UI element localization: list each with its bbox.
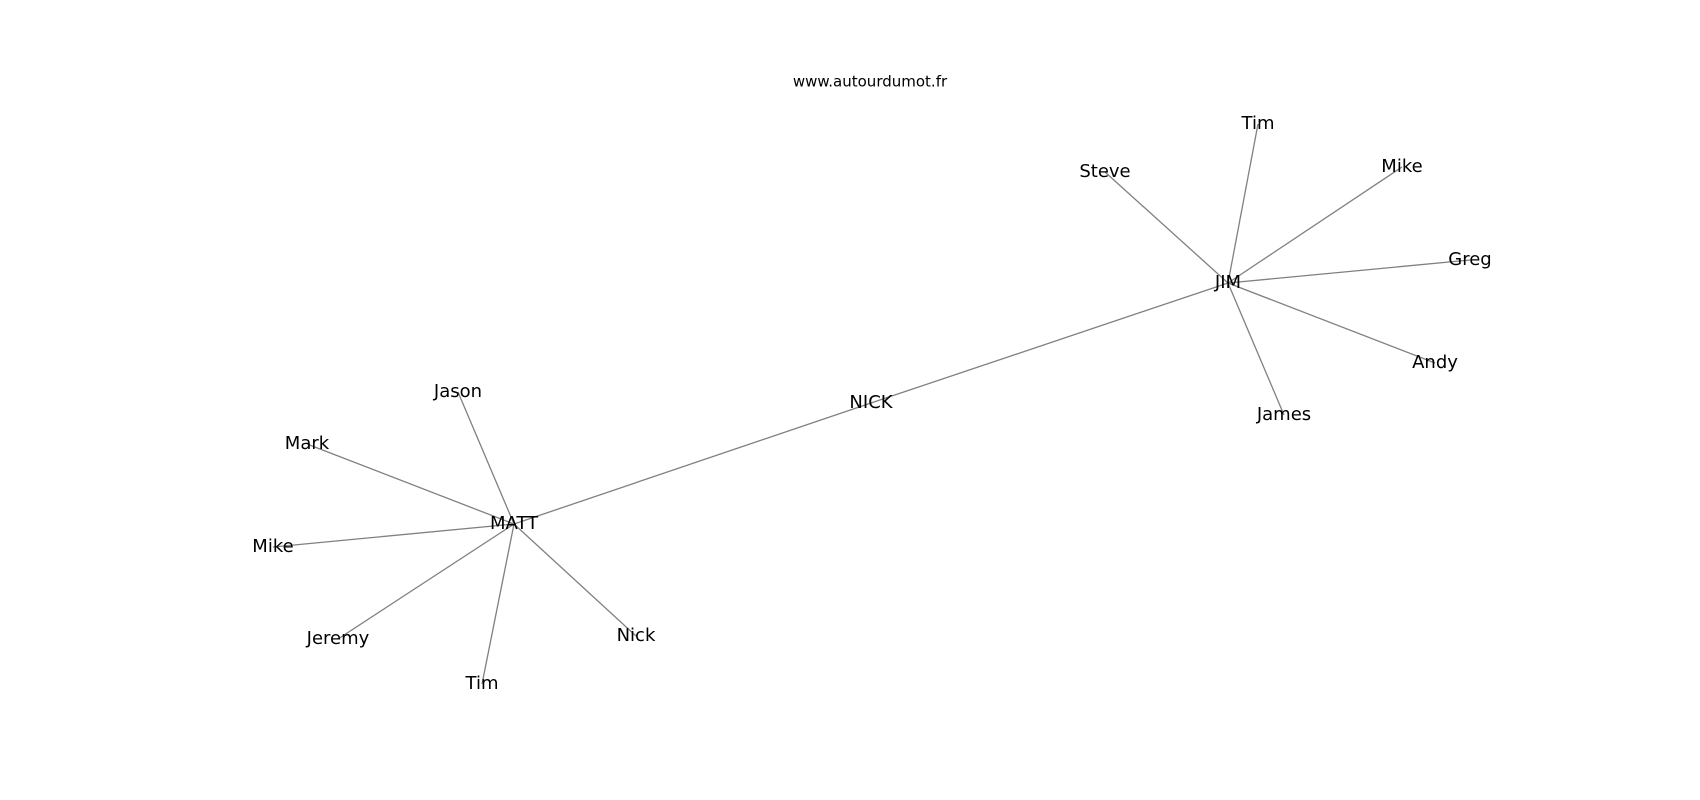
edge-matt-matt-nick <box>513 523 637 637</box>
node-matt[interactable]: MATT <box>490 513 539 534</box>
node-matt-tim[interactable]: Tim <box>465 673 499 694</box>
node-matt-mark[interactable]: Mark <box>285 433 330 454</box>
edge-matt-matt-jason <box>457 391 515 525</box>
edge-matt-matt-mark <box>306 443 515 525</box>
edge-jim-jim-james <box>1227 282 1285 416</box>
edge-jim-jim-greg <box>1227 259 1471 284</box>
edge-matt-matt-jeremy <box>337 523 515 640</box>
site-watermark: www.autourdumot.fr <box>793 73 948 91</box>
edge-nick-jim <box>870 282 1229 404</box>
node-matt-nick[interactable]: Nick <box>617 625 656 646</box>
node-nick[interactable]: NICK <box>849 392 893 413</box>
edge-layer <box>272 123 1471 685</box>
node-jim-tim[interactable]: Tim <box>1241 113 1275 134</box>
node-jim-steve[interactable]: Steve <box>1079 161 1130 182</box>
edge-jim-jim-tim <box>1227 123 1259 284</box>
edge-jim-jim-andy <box>1227 282 1436 364</box>
node-matt-jason[interactable]: Jason <box>433 381 482 402</box>
edge-nick-matt <box>513 402 872 525</box>
node-matt-mike[interactable]: Mike <box>252 536 293 557</box>
edge-matt-matt-tim <box>481 523 515 685</box>
node-jim-james[interactable]: James <box>1256 404 1311 425</box>
edge-jim-jim-mike <box>1227 166 1403 284</box>
node-jim-andy[interactable]: Andy <box>1412 352 1458 373</box>
node-jim-mike[interactable]: Mike <box>1381 156 1422 177</box>
edge-matt-matt-mike <box>272 523 515 548</box>
node-jim-greg[interactable]: Greg <box>1448 249 1491 270</box>
node-jim[interactable]: JIM <box>1214 272 1241 293</box>
node-matt-jeremy[interactable]: Jeremy <box>306 628 370 649</box>
edge-jim-jim-steve <box>1104 171 1229 284</box>
